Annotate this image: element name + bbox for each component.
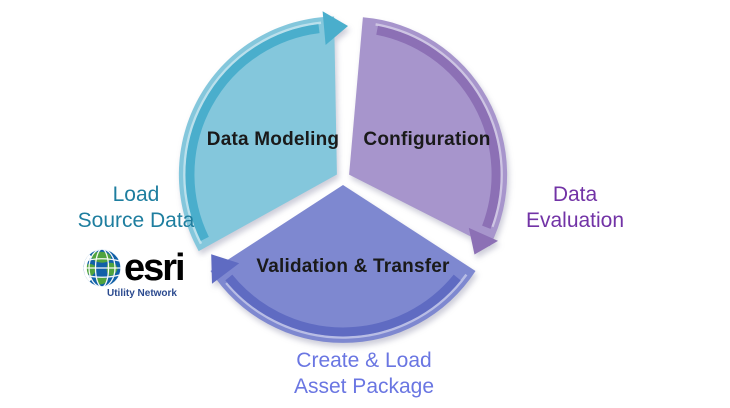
configuration-sheen (375, 23, 503, 228)
outer-label-line: Create & Load (296, 349, 432, 372)
data-modeling-sheen (183, 21, 322, 245)
outer-label-line: Evaluation (525, 209, 625, 232)
validation-transfer-sheen (225, 273, 468, 339)
configuration-arrow-band (376, 25, 501, 229)
segment-label-data-modeling: Data Modeling (206, 129, 340, 150)
segment-label-configuration: Configuration (363, 129, 491, 150)
esri-wordmark: esri (124, 247, 186, 289)
data-modeling-arrow-band (185, 24, 320, 241)
segment-validation-transfer-shape (210, 185, 476, 343)
validation-transfer-arrow-band (225, 274, 461, 337)
configuration-arrowhead-icon (468, 227, 498, 255)
validation-transfer-wedge (210, 185, 476, 343)
validation-transfer-arrowhead-icon (211, 254, 240, 284)
outer-label-line: Data (552, 183, 598, 206)
outer-label-create-load-asset-package: Create & Load Asset Package (294, 348, 434, 400)
esri-globe-icon (82, 248, 122, 288)
outer-label-line: Asset Package (293, 375, 435, 398)
outer-label-line: Load (112, 183, 160, 206)
segment-data-modeling-shape (178, 11, 348, 252)
esri-logo: esri Utility Network (82, 248, 194, 299)
esri-logo-row: esri (82, 248, 194, 288)
segment-configuration-shape (349, 17, 508, 255)
outer-label-load-source-data: Load Source Data (78, 182, 195, 234)
data-modeling-wedge (178, 16, 337, 252)
data-modeling-arrowhead-icon (322, 11, 348, 45)
outer-label-data-evaluation: Data Evaluation (526, 182, 624, 234)
outer-label-line: Source Data (77, 209, 195, 232)
esri-logo-subtitle: Utility Network (106, 288, 177, 299)
segment-label-validation-transfer: Validation & Transfer (256, 256, 450, 277)
configuration-wedge (349, 17, 508, 247)
